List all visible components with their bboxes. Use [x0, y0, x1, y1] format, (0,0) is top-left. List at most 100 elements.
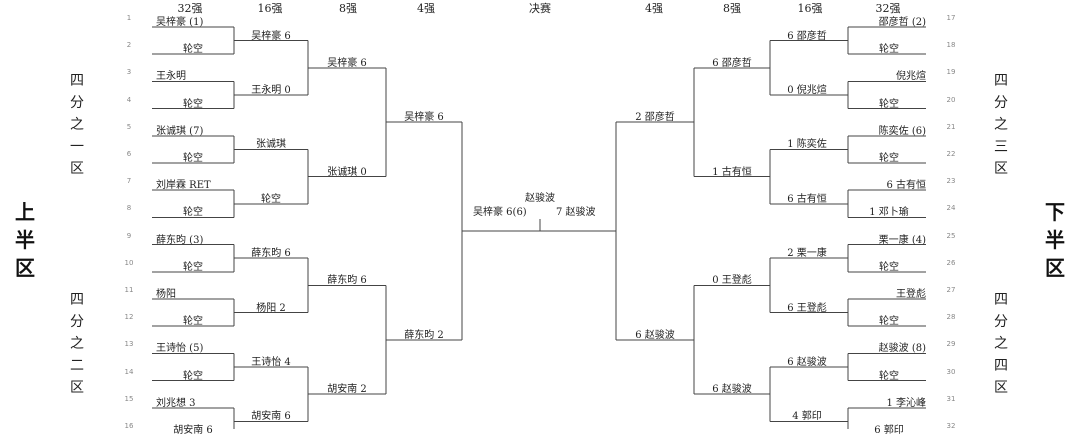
seed-number-right: 29: [946, 340, 956, 349]
r32-right-entry: 栗一康 (4): [878, 234, 926, 246]
r16-left-entry: 张诚琪: [256, 139, 286, 151]
seed-number-right: 28: [946, 313, 956, 322]
seed-number-right: 27: [946, 286, 956, 294]
qf-right-entry: 6 赵骏波: [712, 384, 752, 396]
r16-left-entry: 王诗怡 4: [251, 357, 291, 368]
sf-left-entry: 吴梓豪 6: [404, 112, 444, 124]
header-right-sf: 4强: [645, 2, 663, 15]
r32-right-entry: 王登彪: [896, 289, 926, 300]
upper-half-label: 上半区: [15, 200, 35, 280]
seed-number-left: 14: [124, 367, 134, 376]
qf-left-entry: 薛东昀 6: [327, 275, 367, 287]
quarter-1-label: 四分之一区: [70, 73, 84, 177]
r32-left-entry: 王诗怡 (5): [156, 343, 204, 355]
seed-number-right: 21: [946, 122, 956, 131]
seed-number-right: 24: [946, 204, 956, 213]
r32-left-entry: 轮空: [183, 98, 203, 110]
r32-right-entry: 陈奕佐 (6): [878, 125, 926, 137]
seed-number-right: 26: [946, 258, 956, 267]
sf-right-entry: 2 邵彦哲: [635, 112, 675, 124]
header-final: 决赛: [529, 2, 551, 15]
seed-number-left: 13: [124, 340, 134, 349]
seed-number-left: 9: [126, 231, 132, 240]
r32-right-entry: 轮空: [879, 370, 899, 382]
r32-right-entry: 轮空: [879, 261, 899, 273]
r32-left-entry: 轮空: [183, 153, 203, 164]
seed-number-left: 5: [126, 122, 132, 131]
header-left-qf: 8强: [339, 2, 357, 15]
r32-left-entry: 轮空: [183, 316, 203, 328]
lower-half-label: 下半区: [1045, 200, 1065, 280]
r16-left-entry: 薛东昀 6: [251, 248, 291, 260]
qf-right-entry: 0 王登彪: [712, 275, 752, 287]
qf-left-entry: 张诚琪 0: [327, 166, 367, 178]
r32-right-entry: 轮空: [879, 98, 899, 110]
seed-number-left: 8: [126, 204, 132, 213]
seed-number-right: 18: [946, 41, 956, 50]
r16-right-entry: 6 王登彪: [787, 302, 827, 314]
seed-number-right: 17: [946, 14, 956, 22]
r32-right-entry: 1 邓卜瑜: [869, 207, 909, 219]
seed-number-right: 25: [946, 231, 956, 240]
r32-right-entry: 6 古有恒: [886, 180, 926, 192]
r32-right-entry: 1 李沁峰: [886, 397, 926, 409]
r32-right-entry: 轮空: [879, 153, 899, 164]
seed-number-left: 15: [124, 394, 134, 403]
r32-left-entry: 轮空: [183, 207, 203, 219]
r16-left-entry: 吴梓豪 6: [251, 30, 291, 42]
r32-left-entry: 刘兆想 3: [156, 397, 196, 409]
r16-left-entry: 胡安南 6: [251, 411, 291, 423]
r32-left-entry: 薛东昀 (3): [156, 234, 204, 246]
r16-right-entry: 6 邵彦哲: [787, 30, 827, 42]
seed-number-left: 2: [126, 41, 132, 50]
r16-right-entry: 0 倪兆煊: [787, 85, 827, 96]
r16-right-entry: 4 郭印: [792, 411, 822, 423]
r32-right-entry: 赵骏波 (8): [878, 343, 926, 355]
sf-left-entry: 薛东昀 2: [404, 329, 444, 341]
qf-left-entry: 吴梓豪 6: [327, 57, 367, 69]
seed-number-left: 16: [124, 422, 134, 430]
final-left-entry: 吴梓豪 6(6): [473, 207, 527, 218]
r32-right-entry: 倪兆煊: [896, 71, 926, 83]
r16-left-entry: 轮空: [261, 193, 281, 205]
r32-left-entry: 轮空: [183, 261, 203, 273]
r16-left-entry: 王永明 0: [251, 85, 291, 96]
r32-right-entry: 轮空: [879, 44, 899, 56]
r32-left-entry: 张诚琪 (7): [156, 125, 204, 137]
seed-number-left: 6: [126, 150, 132, 158]
r16-right-entry: 2 栗一康: [787, 248, 827, 260]
r32-left-entry: 轮空: [183, 370, 203, 382]
qf-left-entry: 胡安南 2: [327, 384, 367, 396]
header-left-r16: 16强: [257, 2, 283, 15]
header-right-r32: 32强: [875, 2, 901, 15]
seed-number-right: 31: [946, 394, 956, 403]
seed-number-right: 20: [946, 95, 956, 104]
quarter-3-label: 四分之三区: [994, 73, 1008, 177]
r32-left-entry: 杨阳: [156, 289, 176, 300]
final-champion: 赵骏波: [525, 193, 555, 204]
header-left-r32: 32强: [177, 2, 203, 15]
header-left-sf: 4强: [417, 2, 435, 15]
seed-number-right: 32: [946, 422, 956, 430]
r32-left-entry: 吴梓豪 (1): [156, 17, 204, 28]
header-right-r16: 16强: [797, 2, 823, 15]
seed-number-left: 12: [124, 313, 134, 322]
r16-left-entry: 杨阳 2: [256, 302, 286, 314]
seed-number-right: 23: [946, 177, 956, 186]
seed-number-left: 1: [126, 14, 132, 22]
seed-number-left: 11: [124, 286, 134, 294]
seed-number-left: 3: [126, 68, 132, 77]
qf-right-entry: 6 邵彦哲: [712, 57, 752, 69]
r16-right-entry: 6 古有恒: [787, 193, 827, 205]
seed-number-right: 22: [946, 150, 956, 158]
r16-right-entry: 1 陈奕佐: [787, 139, 827, 151]
r32-left-entry: 王永明: [156, 71, 186, 83]
quarter-4-label: 四分之四区: [994, 292, 1008, 396]
r32-right-entry: 邵彦哲 (2): [878, 17, 926, 28]
header-right-qf: 8强: [723, 2, 741, 15]
r32-left-entry: 刘岸霖 RET: [156, 180, 211, 192]
seed-number-left: 10: [124, 258, 134, 267]
seed-number-left: 4: [126, 95, 132, 104]
